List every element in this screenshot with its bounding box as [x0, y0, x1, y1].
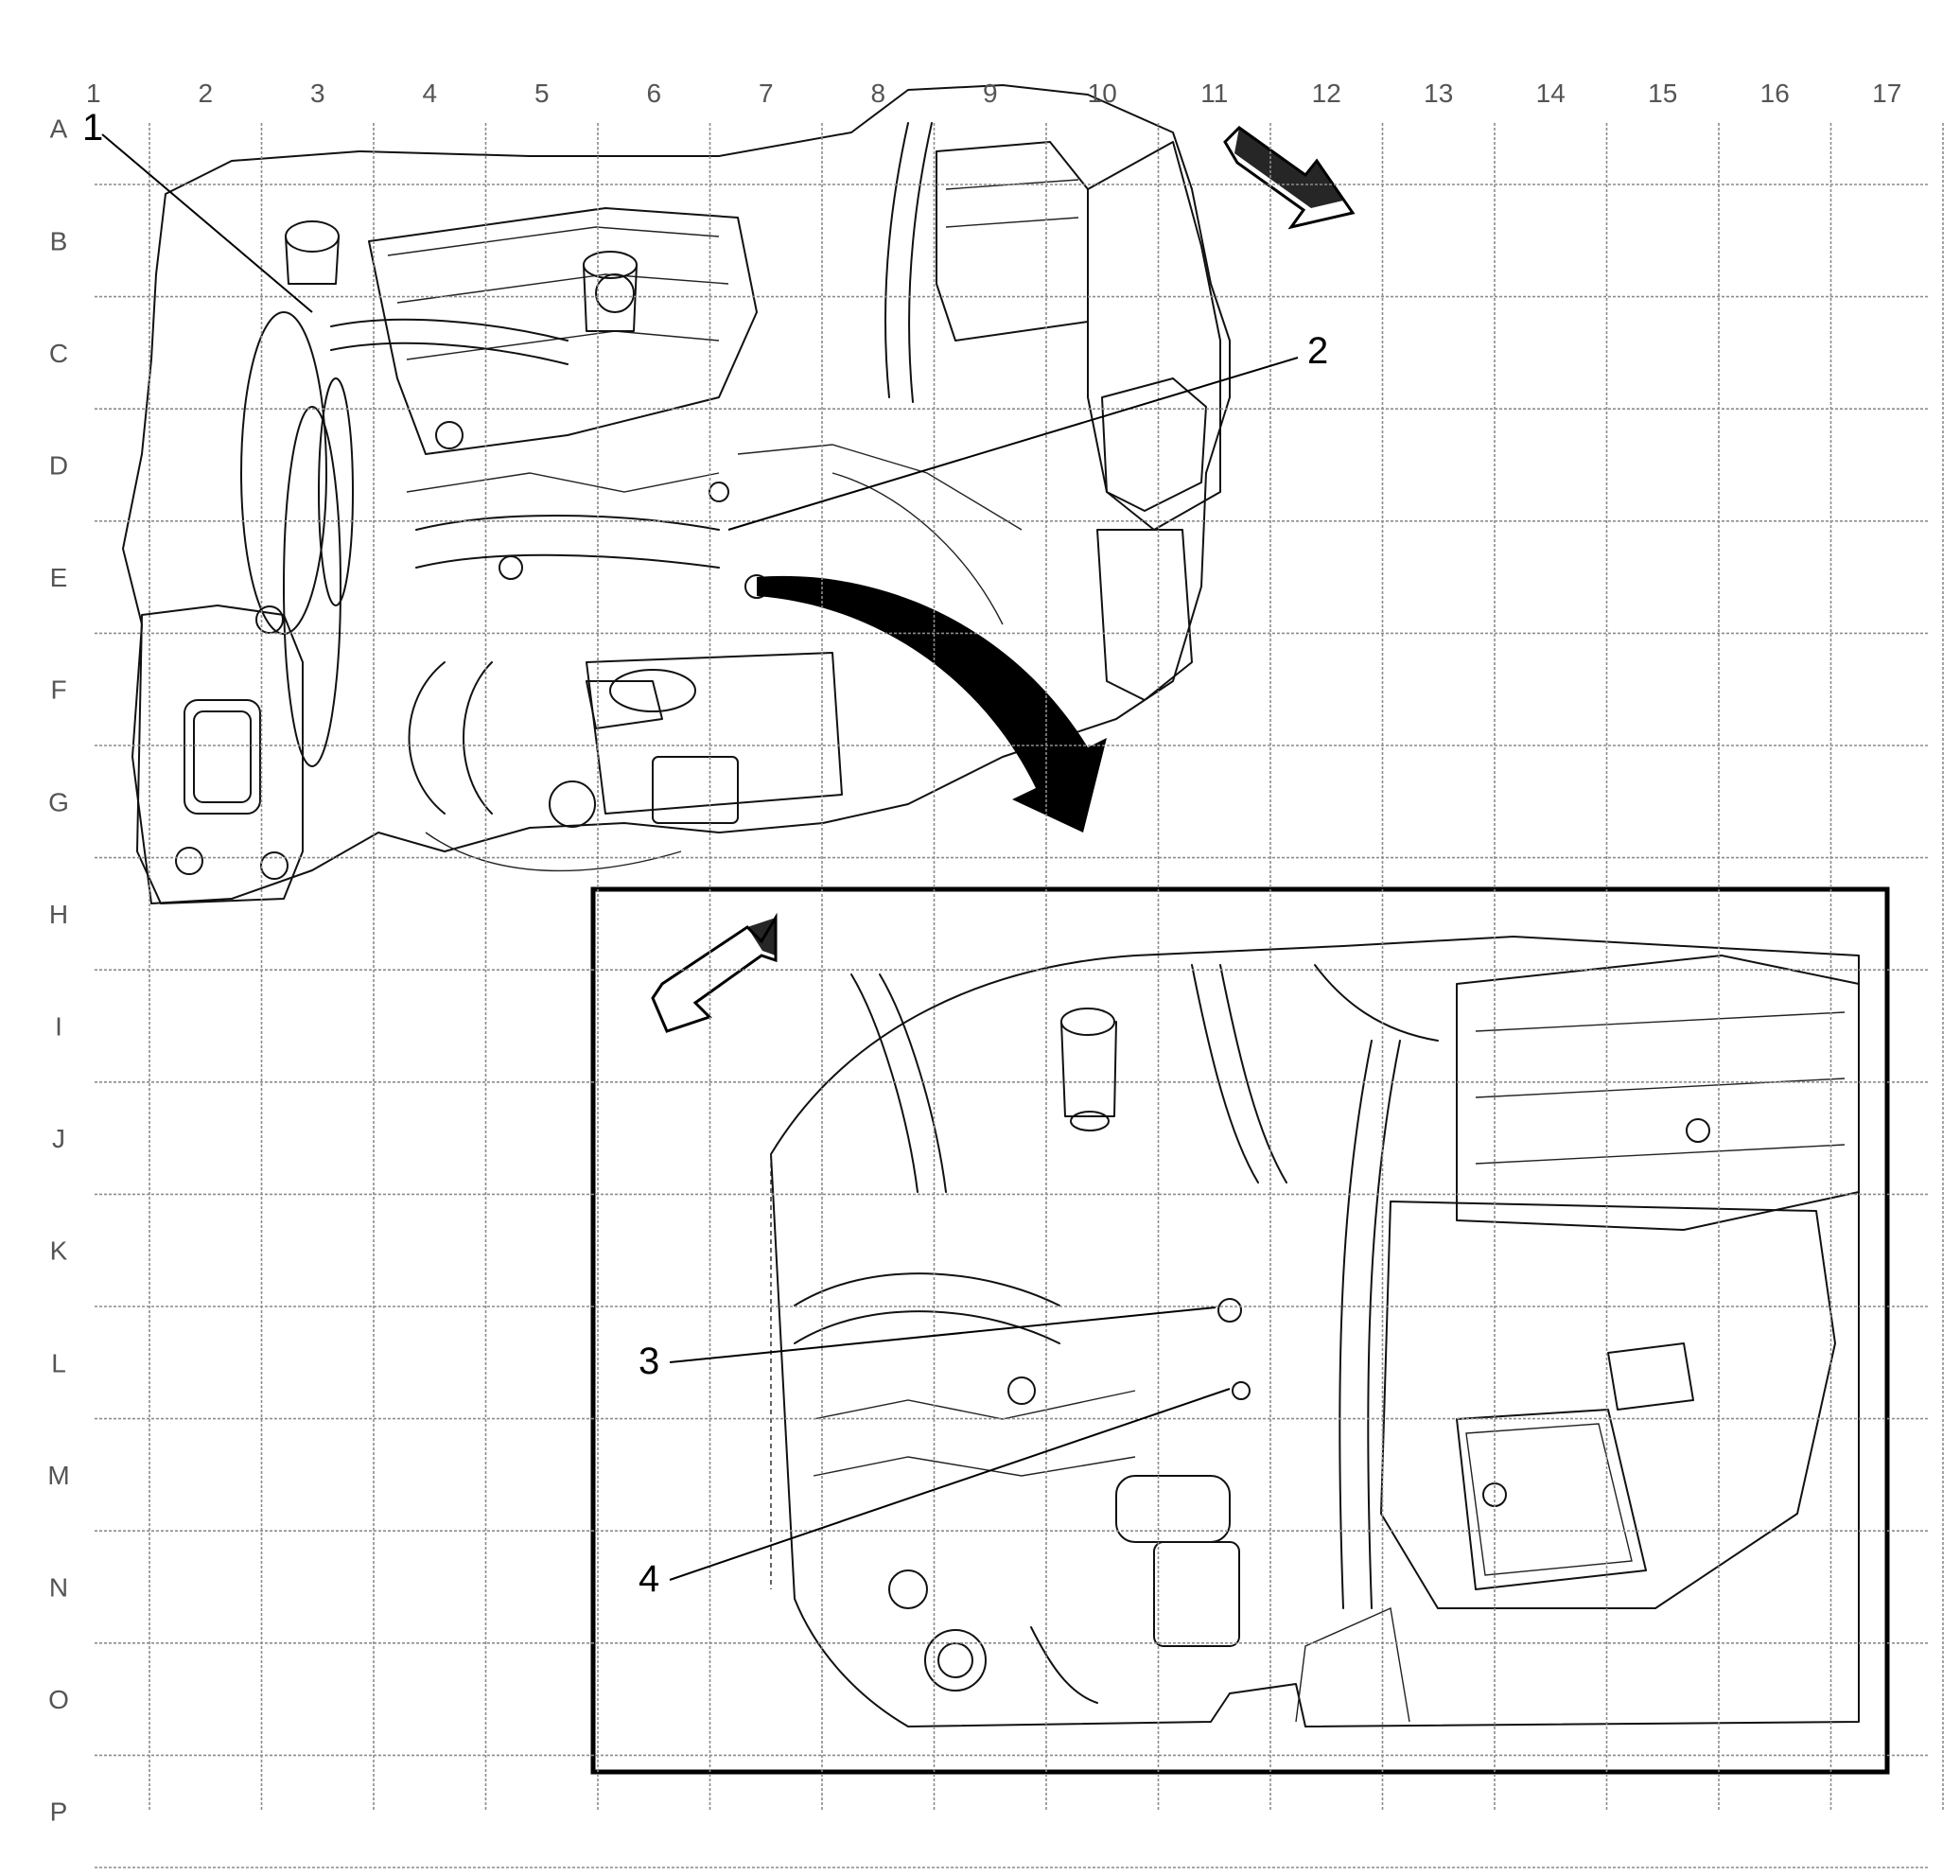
- grid-row-label: M: [47, 1461, 69, 1490]
- reference-grid: [95, 123, 1944, 1868]
- callout-2: 2: [1307, 330, 1328, 372]
- forward-direction-arrow-icon: [1223, 126, 1356, 230]
- inset-forward-direction-arrow-icon: [651, 912, 778, 1033]
- grid-row-label: G: [48, 787, 69, 816]
- grid-column-label: 15: [1648, 79, 1677, 108]
- grid-row-label: P: [50, 1797, 68, 1827]
- row-labels: A B C D E F G H I J K L M N O P: [47, 114, 69, 1827]
- grid-column-label: 14: [1536, 79, 1566, 108]
- grid-column-label: 13: [1424, 79, 1453, 108]
- callout-1: 1: [82, 107, 103, 149]
- grid-row-label: K: [50, 1236, 68, 1266]
- grid-column-label: 11: [1200, 79, 1228, 108]
- grid-row-label: I: [55, 1012, 62, 1042]
- grid-column-label: 1: [86, 79, 101, 108]
- grid-column-label: 10: [1088, 79, 1117, 108]
- callout-leaders: [101, 133, 1299, 1581]
- grid-column-label: 17: [1872, 79, 1901, 108]
- detail-inset-view: [590, 886, 1890, 1775]
- grid-row-label: N: [49, 1573, 68, 1603]
- grid-row-label: L: [51, 1348, 66, 1377]
- callout-4: 4: [639, 1558, 659, 1600]
- grid-column-label: 7: [759, 79, 774, 108]
- curved-zoom-arrow-icon: [757, 575, 1107, 833]
- callout-3: 3: [639, 1341, 659, 1382]
- grid-row-label: C: [49, 339, 68, 368]
- grid-row-label: F: [50, 675, 66, 705]
- callout-4-leader: [669, 1388, 1231, 1581]
- grid-column-label: 9: [983, 79, 998, 108]
- grid-column-label: 12: [1312, 79, 1341, 108]
- grid-column-label: 5: [534, 79, 550, 108]
- grid-column-label: 3: [310, 79, 325, 108]
- grid-column-label: 2: [198, 79, 213, 108]
- callout-1-leader: [101, 133, 313, 313]
- callout-3-leader: [669, 1306, 1216, 1363]
- grid-row-label: H: [49, 900, 68, 929]
- grid-row-label: D: [49, 451, 68, 481]
- callout-2-leader: [727, 357, 1299, 531]
- grid-column-label: 6: [646, 79, 661, 108]
- grid-row-label: J: [52, 1124, 65, 1153]
- grid-row-label: B: [50, 226, 68, 255]
- grid-row-label: O: [48, 1685, 69, 1714]
- grid-column-label: 4: [422, 79, 437, 108]
- grid-column-label: 16: [1760, 79, 1790, 108]
- inset-frame: [590, 886, 1890, 1775]
- grid-row-label: E: [50, 563, 68, 592]
- grid-row-label: A: [50, 114, 68, 144]
- main-engine-view: [122, 84, 1231, 904]
- grid-column-label: 8: [870, 79, 885, 108]
